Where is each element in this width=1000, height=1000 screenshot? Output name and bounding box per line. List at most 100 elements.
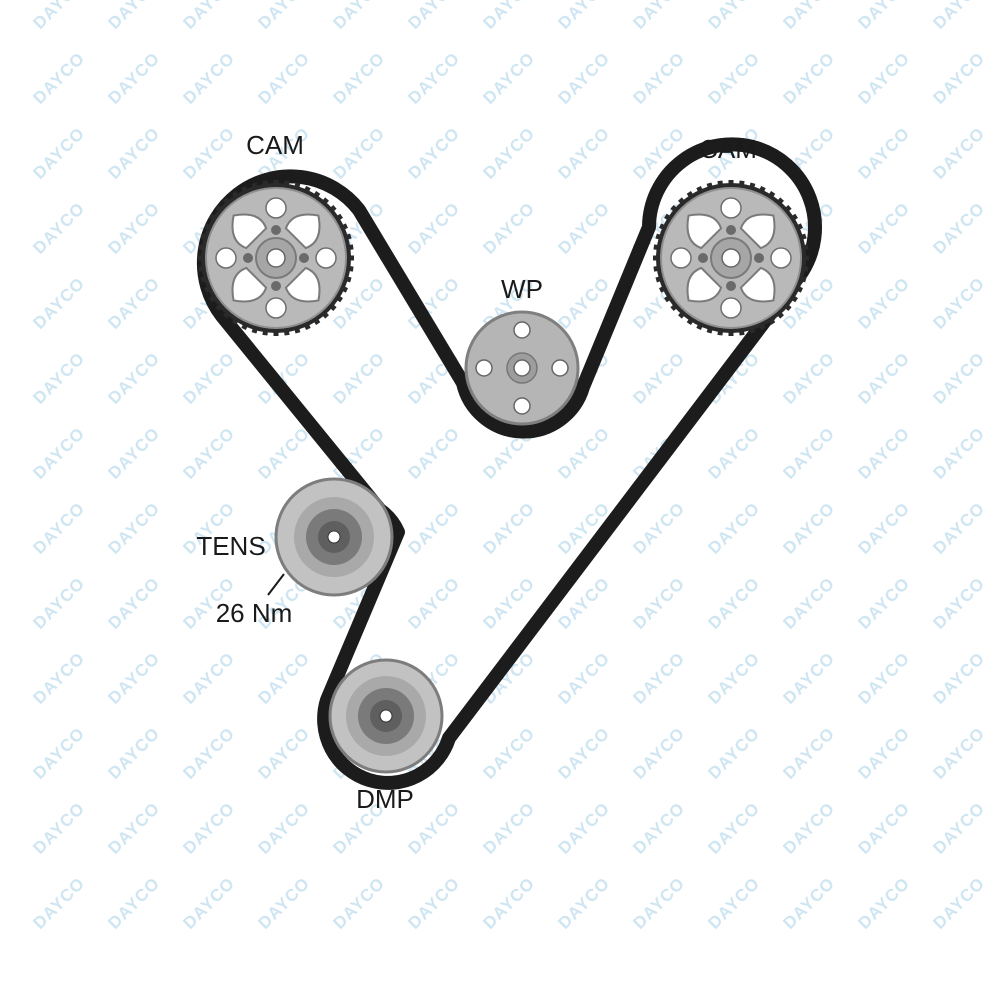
watermark-tile: DAYCO [404, 424, 463, 483]
sprocket-tooth [241, 320, 250, 330]
sprocket-tooth [659, 223, 669, 232]
watermark-tile: DAYCO [104, 424, 163, 483]
watermark-tile: DAYCO [179, 0, 238, 33]
watermark-tile: DAYCO [704, 499, 763, 558]
watermark-tile: DAYCO [104, 724, 163, 783]
watermark-tile: DAYCO [629, 874, 688, 933]
sprocket-tooth [717, 326, 724, 336]
watermark-tile: DAYCO [779, 649, 838, 708]
watermark-tile: DAYCO [104, 574, 163, 633]
watermark-tile: DAYCO [179, 424, 238, 483]
watermark-tile: DAYCO [29, 424, 88, 483]
watermark-tile: DAYCO [254, 49, 313, 108]
watermark-tile: DAYCO [779, 499, 838, 558]
sprocket-tooth [200, 275, 210, 283]
sprocket-cutout [231, 213, 268, 250]
sprocket-tooth [293, 324, 301, 334]
sprocket-tooth [198, 255, 206, 261]
sprocket-hole [265, 197, 287, 219]
watermark-tile: DAYCO [704, 799, 763, 858]
sprocket-tooth [706, 182, 714, 192]
watermark-tile: DAYCO [704, 649, 763, 708]
watermark-tile: DAYCO [929, 799, 988, 858]
sprocket-tooth [696, 186, 705, 196]
watermark-tile: DAYCO [329, 349, 388, 408]
watermark-tile: DAYCO [854, 499, 913, 558]
watermark-tile: DAYCO [554, 0, 613, 33]
watermark-tile: DAYCO [629, 574, 688, 633]
watermark-tile: DAYCO [179, 124, 238, 183]
watermark-tile: DAYCO [704, 49, 763, 108]
watermark-tile: DAYCO [404, 874, 463, 933]
watermark-tile: DAYCO [329, 124, 388, 183]
watermark-tile: DAYCO [479, 724, 538, 783]
watermark-tile: DAYCO [629, 49, 688, 108]
watermark-tile: DAYCO [854, 124, 913, 183]
watermark-tile: DAYCO [554, 424, 613, 483]
label-water-pump: WP [501, 274, 543, 304]
sprocket-bolt [299, 253, 309, 263]
sprocket-tooth [302, 186, 311, 196]
sprocket-cutout [739, 266, 776, 303]
sprocket-tooth [696, 320, 705, 330]
watermark-tile: DAYCO [554, 199, 613, 258]
watermark-tile: DAYCO [554, 649, 613, 708]
watermark-tile: DAYCO [554, 124, 613, 183]
sprocket-tooth [342, 275, 352, 283]
watermark-tile: DAYCO [779, 349, 838, 408]
sprocket-bolt [726, 225, 736, 235]
sprocket-tooth [198, 265, 208, 272]
sprocket-cutout [231, 266, 268, 303]
sprocket-tooth [241, 186, 250, 196]
watermark-tile: DAYCO [404, 124, 463, 183]
watermark-tile: DAYCO [479, 499, 538, 558]
watermark-tile: DAYCO [629, 724, 688, 783]
sprocket-bolt [243, 253, 253, 263]
sprocket-tooth [251, 182, 259, 192]
watermark-tile: DAYCO [929, 574, 988, 633]
watermark-tile: DAYCO [854, 349, 913, 408]
watermark-tile: DAYCO [104, 124, 163, 183]
sprocket-tooth [797, 275, 807, 283]
watermark-tile: DAYCO [404, 499, 463, 558]
watermark-tile: DAYCO [629, 649, 688, 708]
watermark-tile: DAYCO [554, 49, 613, 108]
watermark-tile: DAYCO [29, 499, 88, 558]
watermark-tile: DAYCO [704, 424, 763, 483]
watermark-tile: DAYCO [254, 649, 313, 708]
sprocket-tooth [748, 182, 756, 192]
watermark-tile: DAYCO [854, 274, 913, 333]
watermark-tile: DAYCO [629, 499, 688, 558]
watermark-tile: DAYCO [704, 874, 763, 933]
sprocket-tooth [748, 324, 756, 334]
watermark-tile: DAYCO [329, 874, 388, 933]
watermark-tile: DAYCO [29, 274, 88, 333]
sprocket-tooth [653, 265, 663, 272]
watermark-tile: DAYCO [929, 349, 988, 408]
watermark-tile: DAYCO [254, 424, 313, 483]
sprocket-bolt [754, 253, 764, 263]
watermark-tile: DAYCO [779, 874, 838, 933]
watermark-tile: DAYCO [929, 124, 988, 183]
sprocket-tooth [283, 180, 290, 190]
watermark-tile: DAYCO [29, 874, 88, 933]
sprocket-tooth [204, 223, 214, 232]
watermark-tile: DAYCO [404, 199, 463, 258]
sprocket-cutout [284, 266, 321, 303]
watermark-tile: DAYCO [779, 49, 838, 108]
watermark-tile: DAYCO [29, 0, 88, 33]
sprocket-tooth [793, 284, 803, 293]
sprocket-hole [720, 197, 742, 219]
sprocket-tooth [757, 320, 766, 330]
watermark-tile: DAYCO [104, 499, 163, 558]
watermark-tile: DAYCO [929, 649, 988, 708]
watermark-tile: DAYCO [479, 199, 538, 258]
watermark-tile: DAYCO [479, 0, 538, 33]
watermark-tile: DAYCO [779, 424, 838, 483]
sprocket-hole [265, 297, 287, 319]
watermark-tile: DAYCO [29, 349, 88, 408]
sprocket-tooth [283, 326, 290, 336]
sprocket-tooth [251, 324, 259, 334]
